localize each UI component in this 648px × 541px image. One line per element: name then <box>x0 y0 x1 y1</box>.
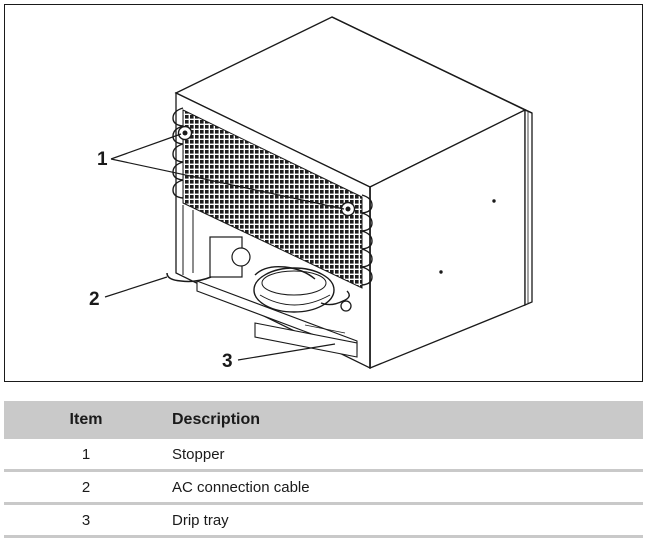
appliance-illustration: 1 2 3 <box>4 4 643 382</box>
cell-item: 1 <box>81 445 91 463</box>
cell-item: 3 <box>81 511 91 529</box>
table-header: Item Description <box>4 401 643 439</box>
parts-table: Item Description 1 Stopper 2 AC connecti… <box>4 401 643 538</box>
table-row: 1 Stopper <box>4 439 643 472</box>
header-item: Item <box>69 411 103 428</box>
callout-2: 2 <box>89 289 100 310</box>
cell-description: AC connection cable <box>172 478 310 496</box>
appliance-drawing: 1 2 3 <box>89 16 533 372</box>
callout-3: 3 <box>222 351 233 372</box>
table-row: 2 AC connection cable <box>4 472 643 505</box>
callout-1: 1 <box>97 149 108 170</box>
cell-description: Drip tray <box>172 511 229 529</box>
cell-description: Stopper <box>172 445 225 463</box>
table-row: 3 Drip tray <box>4 505 643 538</box>
cell-item: 2 <box>81 478 91 496</box>
header-description: Description <box>172 411 261 428</box>
